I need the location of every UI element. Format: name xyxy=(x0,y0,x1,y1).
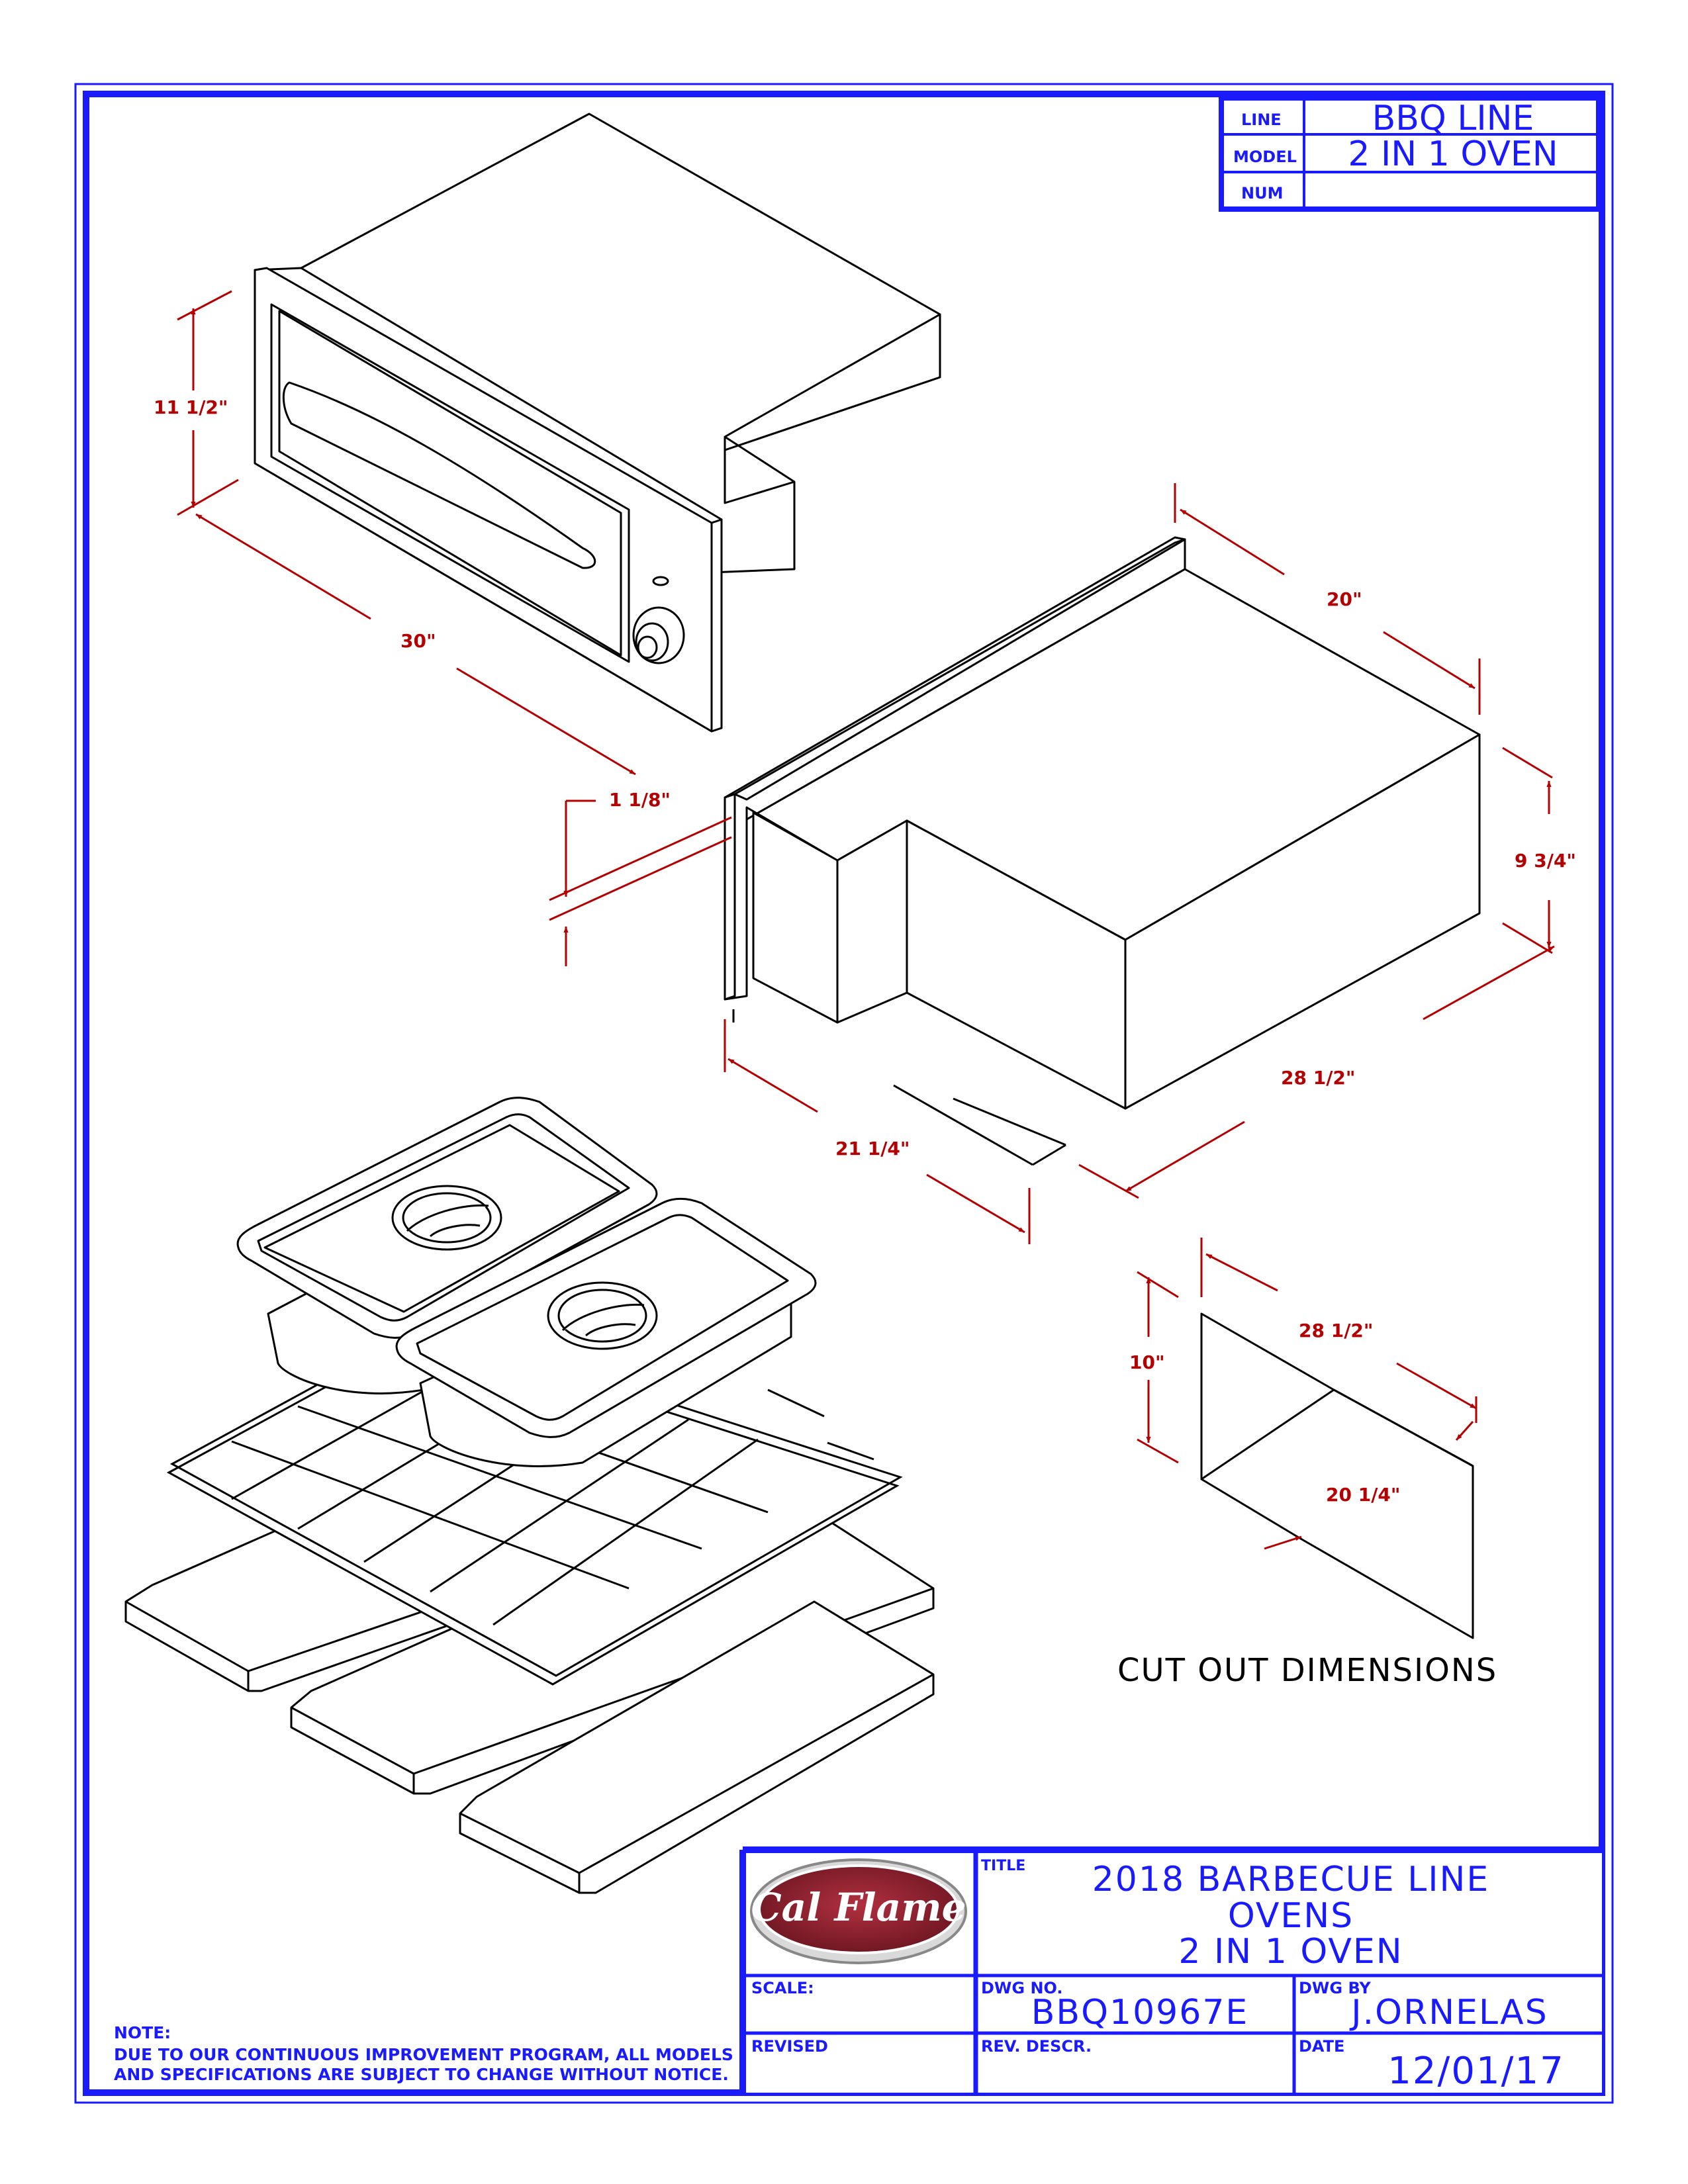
cutout-caption: CUT OUT DIMENSIONS xyxy=(1117,1652,1497,1689)
pan-right xyxy=(395,1197,817,1467)
note-line-2: AND SPECIFICATIONS ARE SUBJECT TO CHANGE… xyxy=(114,2065,729,2084)
dim-cutout-height: 10" xyxy=(1129,1351,1165,1373)
cutout-dimensions xyxy=(1137,1238,1477,1550)
rev-descr-label: REV. DESCR. xyxy=(981,2037,1092,2056)
cal-flame-logo: Cal Flame xyxy=(750,1858,967,1964)
dim-cutout-depth: 20 1/4" xyxy=(1326,1484,1401,1506)
dim-body-width: 28 1/2" xyxy=(1281,1067,1356,1089)
dim-flange: 1 1/8" xyxy=(609,789,671,811)
dim-depth: 20" xyxy=(1327,588,1362,610)
dim-cutout-width: 28 1/2" xyxy=(1299,1320,1374,1342)
note-heading: NOTE: xyxy=(114,2023,171,2042)
header-block: LINE MODEL NUM BBQ LINE 2 IN 1 OVEN xyxy=(1219,95,1601,212)
dim-body-height: 9 3/4" xyxy=(1515,850,1576,872)
insert-guide-lines xyxy=(732,1009,1066,1166)
dwg-no-label: DWG NO. xyxy=(981,1979,1063,1997)
num-label: NUM xyxy=(1241,184,1283,203)
date-label: DATE xyxy=(1299,2037,1344,2056)
date-value: 12/01/17 xyxy=(1387,2050,1565,2093)
dwg-no-value: BBQ10967E xyxy=(1031,1993,1249,2032)
title-line-1: 2018 BARBECUE LINE xyxy=(1092,1860,1490,1899)
oven-drawing xyxy=(254,113,941,733)
model-label: MODEL xyxy=(1233,148,1297,166)
title-line-3: 2 IN 1 OVEN xyxy=(1178,1932,1403,1972)
note-line-1: DUE TO OUR CONTINUOUS IMPROVEMENT PROGRA… xyxy=(114,2045,733,2064)
insert-drawing xyxy=(724,536,1481,1110)
dim-oven-width: 30" xyxy=(400,630,436,652)
dim-oven-height: 11 1/2" xyxy=(154,396,228,418)
cutout-drawing xyxy=(1200,1312,1474,1639)
pan-left xyxy=(236,1097,658,1394)
dwg-by-label: DWG BY xyxy=(1299,1979,1371,1997)
logo-text: Cal Flame xyxy=(751,1885,966,1930)
model-value: 2 IN 1 OVEN xyxy=(1348,134,1558,174)
line-label: LINE xyxy=(1241,111,1282,129)
revised-label: REVISED xyxy=(751,2037,828,2056)
insert-dimensions xyxy=(549,483,1555,1244)
title-line-2: OVENS xyxy=(1228,1896,1354,1936)
scale-label: SCALE: xyxy=(751,1979,814,1997)
line-value: BBQ LINE xyxy=(1372,99,1534,138)
dwg-by-value: J.ORNELAS xyxy=(1349,1993,1548,2032)
title-label: TITLE xyxy=(981,1858,1025,1874)
dim-body-depth: 21 1/4" xyxy=(835,1138,910,1160)
oven-dimensions xyxy=(177,290,636,776)
